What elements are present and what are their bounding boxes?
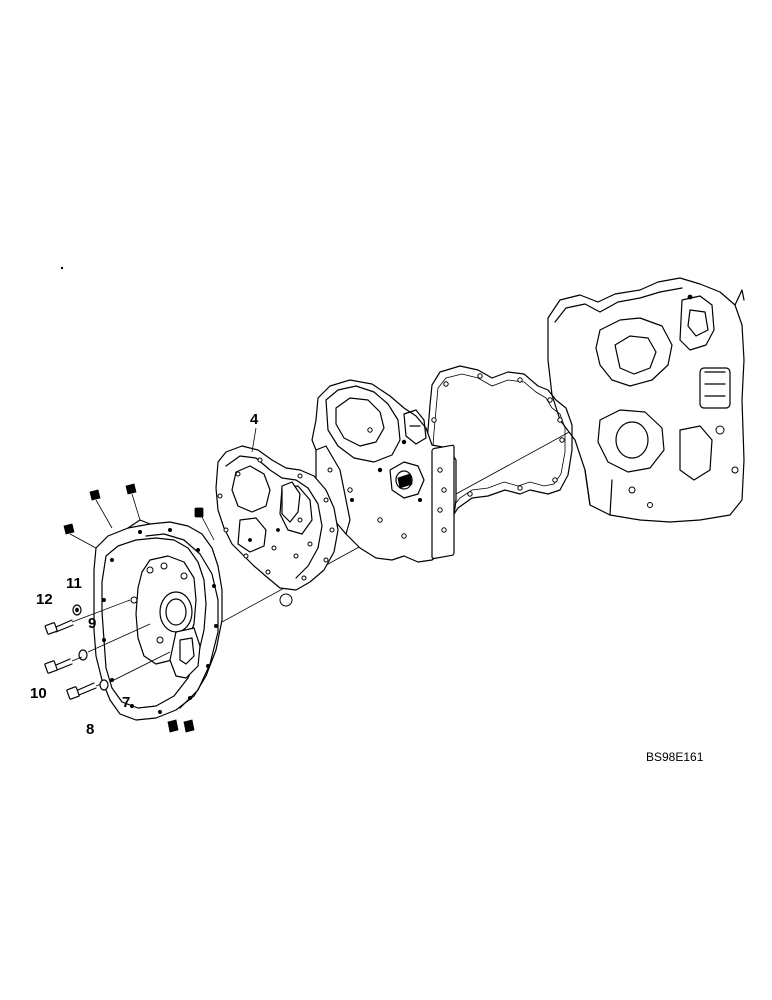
callout-9: 9 [88,615,96,632]
stray-mark [60,266,64,270]
flywheel-housing [93,519,223,721]
washer-7 [99,651,171,691]
transmission-housing [547,277,745,523]
callout-11: 11 [66,575,82,592]
nut-bottom-2 [183,719,195,733]
washer-11 [72,604,82,616]
front-cover-plate [311,379,457,563]
nut-top-3 [63,523,97,549]
callout-10: 10 [30,685,47,702]
washer-9 [78,649,88,661]
drawing-code: BS98E161 [646,750,704,764]
leader-4 [251,427,257,453]
nut-top-2 [125,483,141,521]
gasket-plate-4 [215,445,339,607]
nut-bottom-1 [167,719,179,733]
callout-4: 4 [250,411,259,428]
bolt-10 [44,623,151,674]
bolt-12 [44,599,131,635]
callout-8: 8 [86,721,94,738]
callout-7: 7 [122,694,130,711]
nut-top-1 [89,489,113,529]
callout-12: 12 [36,591,53,608]
bolt-upper [194,507,215,541]
